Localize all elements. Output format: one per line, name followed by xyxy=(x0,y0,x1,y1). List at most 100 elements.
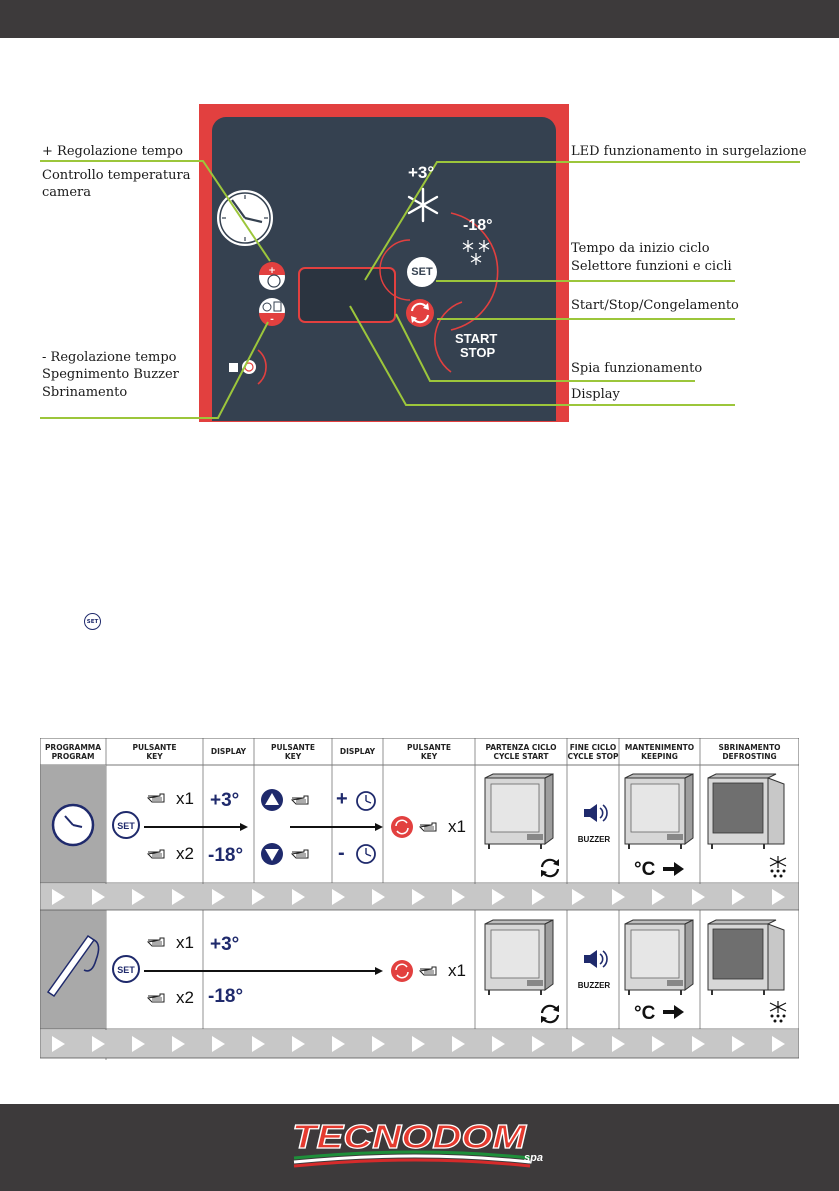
minus-time-button[interactable]: - xyxy=(259,298,285,326)
tecnodom-logo: TECNODOM spa xyxy=(288,1118,550,1170)
press-once-label: x1 xyxy=(448,817,466,836)
hand-press-icon xyxy=(147,937,165,947)
progress-arrows-row-2 xyxy=(52,1036,785,1052)
band-arrow xyxy=(292,889,305,905)
buzzer-icon xyxy=(229,349,267,385)
control-panel-graphics: + - xyxy=(40,160,800,419)
temp-minus-indicator: -18° xyxy=(463,217,493,234)
hand-press-icon xyxy=(291,849,309,859)
start-label: START xyxy=(455,331,498,346)
set-button[interactable] xyxy=(407,257,437,287)
band-arrow xyxy=(772,1036,785,1052)
hand-press-icon xyxy=(147,993,165,1003)
band-arrow xyxy=(612,1036,625,1052)
start-stop-button[interactable] xyxy=(406,299,434,327)
hand-press-icon xyxy=(147,793,165,803)
keeping-unit-label: °C xyxy=(634,1003,656,1024)
label-room-temp-line2: camera xyxy=(42,185,92,200)
band-arrow xyxy=(212,1036,225,1052)
brand-name: TECNODOM xyxy=(292,1118,528,1155)
band-arrow xyxy=(652,889,665,905)
defrost-icon xyxy=(769,856,787,878)
up-arrow-key-icon xyxy=(261,789,283,811)
band-arrow xyxy=(92,889,105,905)
cycle-icon xyxy=(539,857,561,879)
band-arrow xyxy=(572,889,585,905)
display-temp-plus: +3° xyxy=(210,934,240,955)
top-bar xyxy=(0,0,839,38)
label-display: Display xyxy=(571,387,620,402)
band-arrow xyxy=(372,1036,385,1052)
band-arrow xyxy=(412,1036,425,1052)
band-arrow xyxy=(452,1036,465,1052)
right-arrow-icon xyxy=(663,862,684,876)
room-temp-clock-icon xyxy=(215,188,275,248)
set-button-label: SET xyxy=(411,266,433,278)
band-arrow xyxy=(772,889,785,905)
defrost-icon xyxy=(769,1001,787,1023)
band-arrow xyxy=(532,889,545,905)
press-once-label: x1 xyxy=(176,789,194,808)
keeping-unit-label: °C xyxy=(634,859,656,880)
label-start-stop: Start/Stop/Congelamento xyxy=(571,298,739,313)
plus-time-button[interactable]: + xyxy=(259,262,285,290)
leader-lines xyxy=(40,160,800,419)
label-selector: Selettore funzioni e cicli xyxy=(571,259,732,274)
start-stop-arc xyxy=(434,301,463,373)
progress-arrows-row-1 xyxy=(52,889,785,905)
display-temp-plus: +3° xyxy=(210,790,240,811)
set-key-icon xyxy=(112,955,140,983)
svg-text:-: - xyxy=(270,315,274,325)
display-temp-minus: -18° xyxy=(208,845,244,866)
band-arrow xyxy=(332,1036,345,1052)
hdr-display-2: DISPLAY xyxy=(339,747,376,756)
band-arrow xyxy=(692,1036,705,1052)
time-minus-label: - xyxy=(338,842,345,864)
band-arrow xyxy=(412,889,425,905)
fridge-keeping-icon xyxy=(624,919,694,996)
band-arrow xyxy=(372,889,385,905)
freeze-arc xyxy=(450,212,499,331)
band-arrow xyxy=(492,889,505,905)
band-arrow xyxy=(252,1036,265,1052)
press-twice-label: x2 xyxy=(176,844,194,863)
label-buzzer-off: Spegnimento Buzzer xyxy=(42,367,179,382)
fridge-closed-icon xyxy=(484,773,554,850)
band-arrow xyxy=(212,889,225,905)
set-key-label: SET xyxy=(117,821,135,831)
label-defrost: Sbrinamento xyxy=(42,385,128,400)
right-arrow-icon xyxy=(663,1005,684,1019)
svg-text:+: + xyxy=(268,266,276,276)
buzzer-label: BUZZER xyxy=(577,835,611,844)
buzzer-icon xyxy=(583,803,608,823)
cycle-icon xyxy=(539,1003,561,1025)
press-twice-label: x2 xyxy=(176,988,194,1007)
clock-icon xyxy=(51,803,95,847)
band-arrow xyxy=(172,889,185,905)
snowflake-icon xyxy=(407,187,439,223)
time-plus-label: + xyxy=(336,788,348,810)
band-arrow xyxy=(612,889,625,905)
band-arrow xyxy=(732,889,745,905)
clock-minus-icon xyxy=(356,844,376,864)
band-arrow xyxy=(572,1036,585,1052)
label-cycle-time: Tempo da inizio ciclo xyxy=(571,241,710,256)
hand-press-icon xyxy=(419,822,437,832)
band-arrow xyxy=(332,889,345,905)
fridge-open-icon xyxy=(707,919,785,996)
fridge-closed-icon xyxy=(484,919,554,996)
band-arrow xyxy=(292,1036,305,1052)
stop-label: STOP xyxy=(460,345,496,360)
band-arrow xyxy=(92,1036,105,1052)
press-once-label: x1 xyxy=(448,961,466,980)
band-arrow xyxy=(532,1036,545,1052)
band-arrow xyxy=(132,1036,145,1052)
fridge-open-icon xyxy=(707,773,785,850)
band-arrow xyxy=(452,889,465,905)
set-arc xyxy=(379,239,411,301)
